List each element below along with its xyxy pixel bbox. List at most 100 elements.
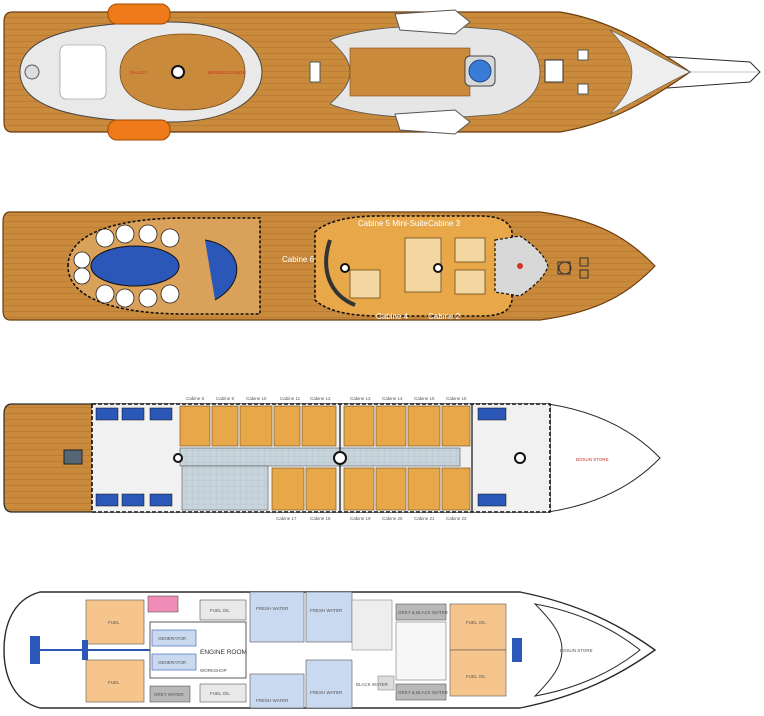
label-fuel-left-bottom: FUEL <box>108 680 120 685</box>
crew-bottom-cabin-label: Cabine 20 <box>382 516 403 521</box>
tank-black-water <box>377 675 395 691</box>
tank-fuel-left-top <box>85 599 145 645</box>
label-engine-room: ENGINE ROOM <box>200 649 247 656</box>
label-black-water: BLACK WATER <box>356 682 389 687</box>
crew-top-cabin-label: Cabine 15 <box>414 396 435 401</box>
crew-top-cabin-label: Cabine 14 <box>382 396 403 401</box>
tank-fuel-oil-top <box>199 599 247 621</box>
label-grey-black-top: GREY & BLACK WATER <box>398 610 449 615</box>
label-cabin-3: Cabine 3 <box>428 219 461 228</box>
guest-dining-chairs <box>73 224 180 308</box>
label-galley: GALLEY <box>130 70 148 75</box>
machinery-space <box>351 599 393 651</box>
propeller <box>30 636 40 664</box>
crew-top-cabin-label: Cabine 12 <box>310 396 331 401</box>
aft-winch <box>24 64 40 80</box>
mast-crew-mid <box>333 451 347 465</box>
cabin-4-bed <box>349 269 381 299</box>
fwd-hatch <box>544 59 564 83</box>
mast-guest-fwd <box>433 263 443 273</box>
tank-fresh-water-1 <box>249 591 305 643</box>
tank-grey-black-bottom <box>395 683 447 701</box>
tank-fuel-oil-fwd-bottom <box>449 649 507 697</box>
bow-thruster <box>512 638 522 662</box>
label-fuel-oil-bottom: FUEL OIL <box>210 691 230 696</box>
label-fuel-oil-fwd-top: FUEL OIL <box>466 620 486 625</box>
crew-bottom-cabin-label: Cabine 22 <box>446 516 467 521</box>
label-cabin-6: Cabine 6 <box>282 255 315 264</box>
guest-spiral-stair <box>324 239 356 307</box>
guest-pool <box>90 245 180 287</box>
tank-fresh-water-2 <box>305 591 353 643</box>
guest-fwd-capstan <box>558 261 572 275</box>
tank-fuel-left-bottom <box>85 659 145 703</box>
lower-deck-bow-store <box>533 603 641 697</box>
label-grey-black-bottom: GREY & BLACK WATER <box>398 690 449 695</box>
crew-top-cabin-label: Cabine 8 <box>186 396 205 401</box>
crew-bottom-cabin-label: Cabine 18 <box>310 516 331 521</box>
mast-main <box>171 65 185 79</box>
label-cabin-2: Cabine 2 <box>428 312 461 321</box>
tank-fuel-oil-fwd-top <box>449 603 507 651</box>
tank-grey-black-top <box>395 603 447 621</box>
crew-lounge <box>181 465 269 511</box>
label-fresh-water-1: FRESH WATER <box>256 606 289 611</box>
main-deck: GALLEY BRIDGE/LOUNGE <box>3 3 761 141</box>
mast-crew-fwd <box>514 452 526 464</box>
mast-crew-aft <box>173 453 183 463</box>
label-workshop: WORKSHOP <box>200 668 227 673</box>
aft-lounge-furniture <box>59 44 107 100</box>
fwd-seat-2 <box>577 83 589 95</box>
label-fresh-water-2: FRESH WATER <box>310 608 343 613</box>
label-fuel-left-top: FUEL <box>108 620 120 625</box>
tank-fresh-water-4 <box>305 659 353 709</box>
label-generator-2: GENERATOR <box>158 660 187 665</box>
lower-deck: BOSUN STORE FUEL FUEL FUEL OIL FUEL OIL … <box>3 591 657 709</box>
engine-port <box>151 629 197 647</box>
crew-top-cabin-label: Cabine 10 <box>246 396 267 401</box>
crew-top-cabin-label: Cabine 9 <box>216 396 235 401</box>
guest-fwd-hatch-3 <box>579 269 589 279</box>
tank-fresh-water-3 <box>249 673 305 709</box>
tender-aft-bottom <box>107 119 171 141</box>
crew-bottom-cabin-label: Cabine 19 <box>350 516 371 521</box>
mid-deck-teak <box>349 47 471 97</box>
tank-pink <box>147 595 179 613</box>
label-fresh-water-3: FRESH WATER <box>256 698 289 703</box>
tank-grey-water <box>149 685 191 703</box>
label-grey-water: GREY WATER <box>154 692 184 697</box>
tender-mid-top <box>394 9 471 35</box>
tender-mid-bottom <box>394 109 471 135</box>
crew-top-cabin-label: Cabine 16 <box>446 396 467 401</box>
guest-deck: Cabine 6 Cabine 5 Mini-Suite Cabine 3 Ca… <box>2 211 656 321</box>
guest-fwd-marker <box>517 263 523 269</box>
label-fuel-oil-fwd-bottom: FUEL OIL <box>466 674 486 679</box>
label-bosun-store: BOSUN STORE <box>560 648 593 653</box>
crew-aft-machinery <box>63 449 83 465</box>
crew-cabins-bottom <box>271 467 471 511</box>
guest-stair-blue <box>204 239 238 301</box>
label-bridge-lounge: BRIDGE/LOUNGE <box>208 70 246 75</box>
mast-guest-aft <box>340 263 350 273</box>
crew-bottom-cabin-label: Cabine 21 <box>414 516 435 521</box>
shaft-bearing <box>82 640 88 660</box>
cabin-2-bed <box>454 269 486 295</box>
label-generator-1: GENERATOR <box>158 636 187 641</box>
label-cabin-4: Cabine 4 <box>376 312 409 321</box>
label-fuel-oil-top: FUEL OIL <box>210 608 230 613</box>
label-cabin-5: Cabine 5 Mini-Suite <box>358 219 428 228</box>
crew-top-cabin-label: Cabine 13 <box>350 396 371 401</box>
engine-stbd <box>151 653 197 671</box>
tender-aft-top <box>107 3 171 25</box>
crew-bunks-blue <box>95 407 507 507</box>
crew-corridor <box>179 447 461 467</box>
fwd-seat-1 <box>577 49 589 61</box>
lower-fwd-compartment <box>395 621 447 681</box>
tank-fuel-oil-bottom <box>199 683 247 703</box>
label-fresh-water-4: FRESH WATER <box>310 690 343 695</box>
